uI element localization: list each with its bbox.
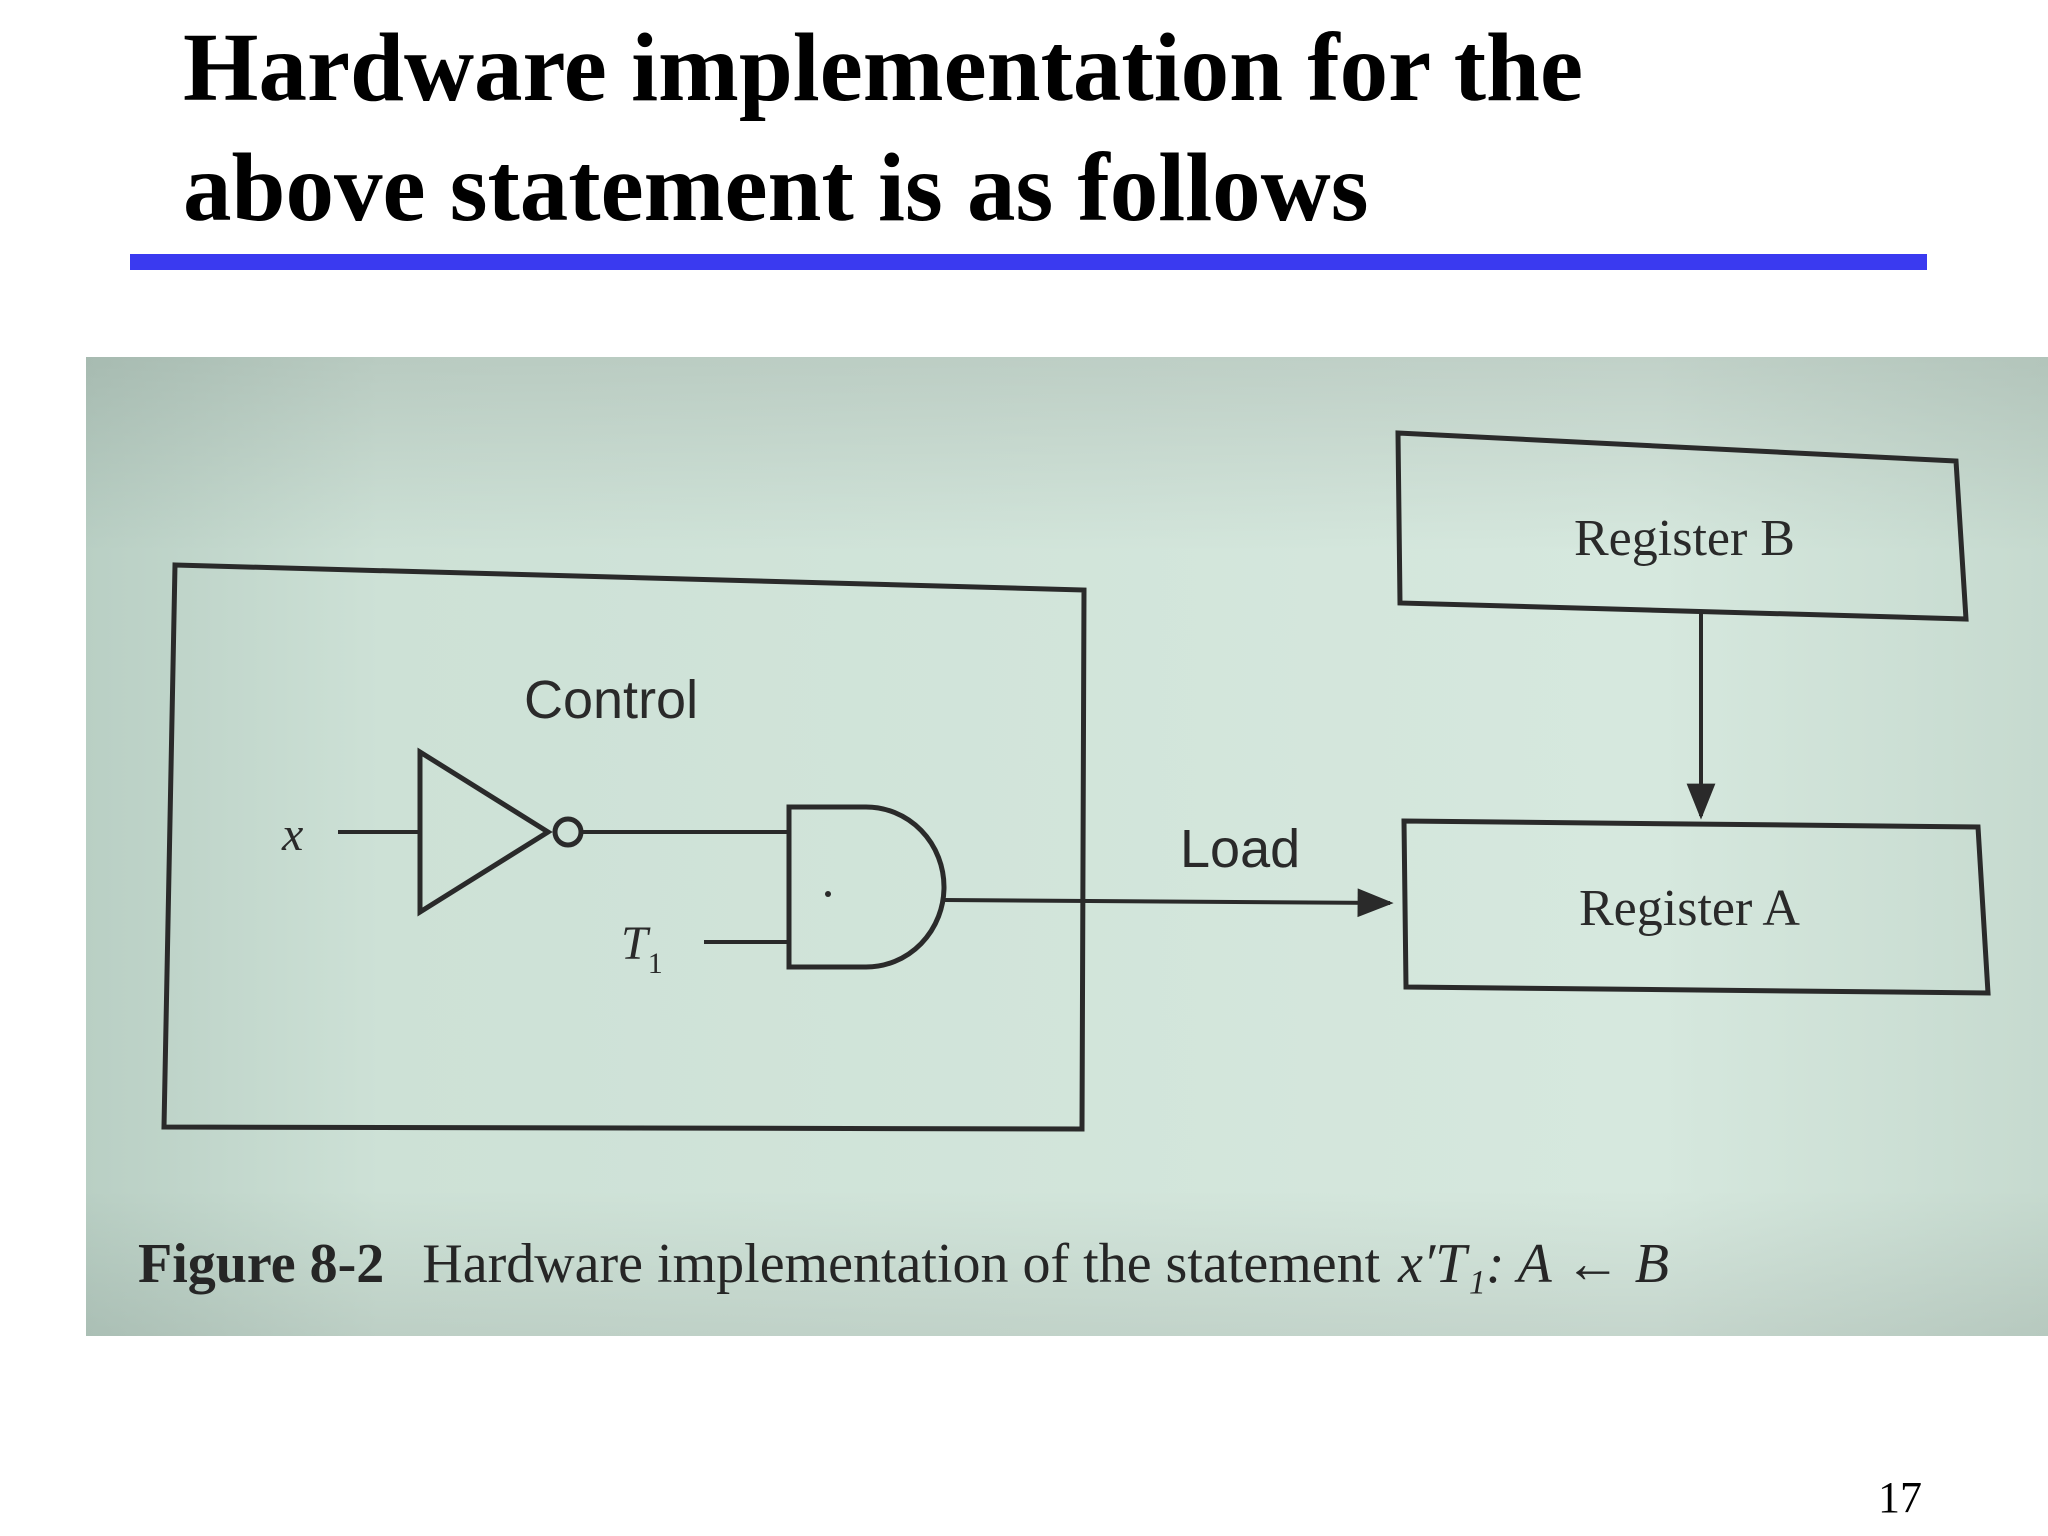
register-b-label: Register B (1574, 510, 1795, 567)
load-label: Load (1180, 819, 1300, 879)
slide-title-line-2: above statement is as follows (183, 134, 1369, 241)
figure-caption: Figure 8-2 Hardware implementation of the… (138, 1233, 1669, 1295)
input-t1-label: T1 (621, 917, 663, 980)
caption-math: x′T₁: A ← B (1397, 1233, 1669, 1295)
slide-title-line-1: Hardware implementation for the (183, 14, 1584, 121)
title-underline (130, 254, 1927, 270)
register-b-box (1395, 430, 1969, 622)
hardware-diagram: Control x T1 Load Register B Register A … (86, 357, 2048, 1336)
control-label: Control (524, 670, 698, 730)
paper-shading (86, 357, 2048, 1336)
paper-speck (825, 891, 831, 897)
figure-photo: Control x T1 Load Register B Register A … (86, 357, 2048, 1336)
register-a-label: Register A (1579, 880, 1800, 937)
slide-title: Hardware implementation for the above st… (183, 8, 1583, 248)
input-t-letter: T (621, 917, 651, 970)
input-x-label: x (281, 808, 303, 861)
register-a-box (1401, 818, 1991, 996)
caption-label: Figure 8-2 (138, 1233, 384, 1295)
not-gate (417, 747, 553, 917)
and-gate (786, 804, 947, 970)
control-box (161, 562, 1087, 1132)
input-t-subscript: 1 (648, 947, 663, 980)
page-number: 17 (1878, 1473, 1922, 1522)
caption-text: Hardware implementation of the statement (422, 1233, 1380, 1295)
load-wire (943, 888, 1394, 918)
